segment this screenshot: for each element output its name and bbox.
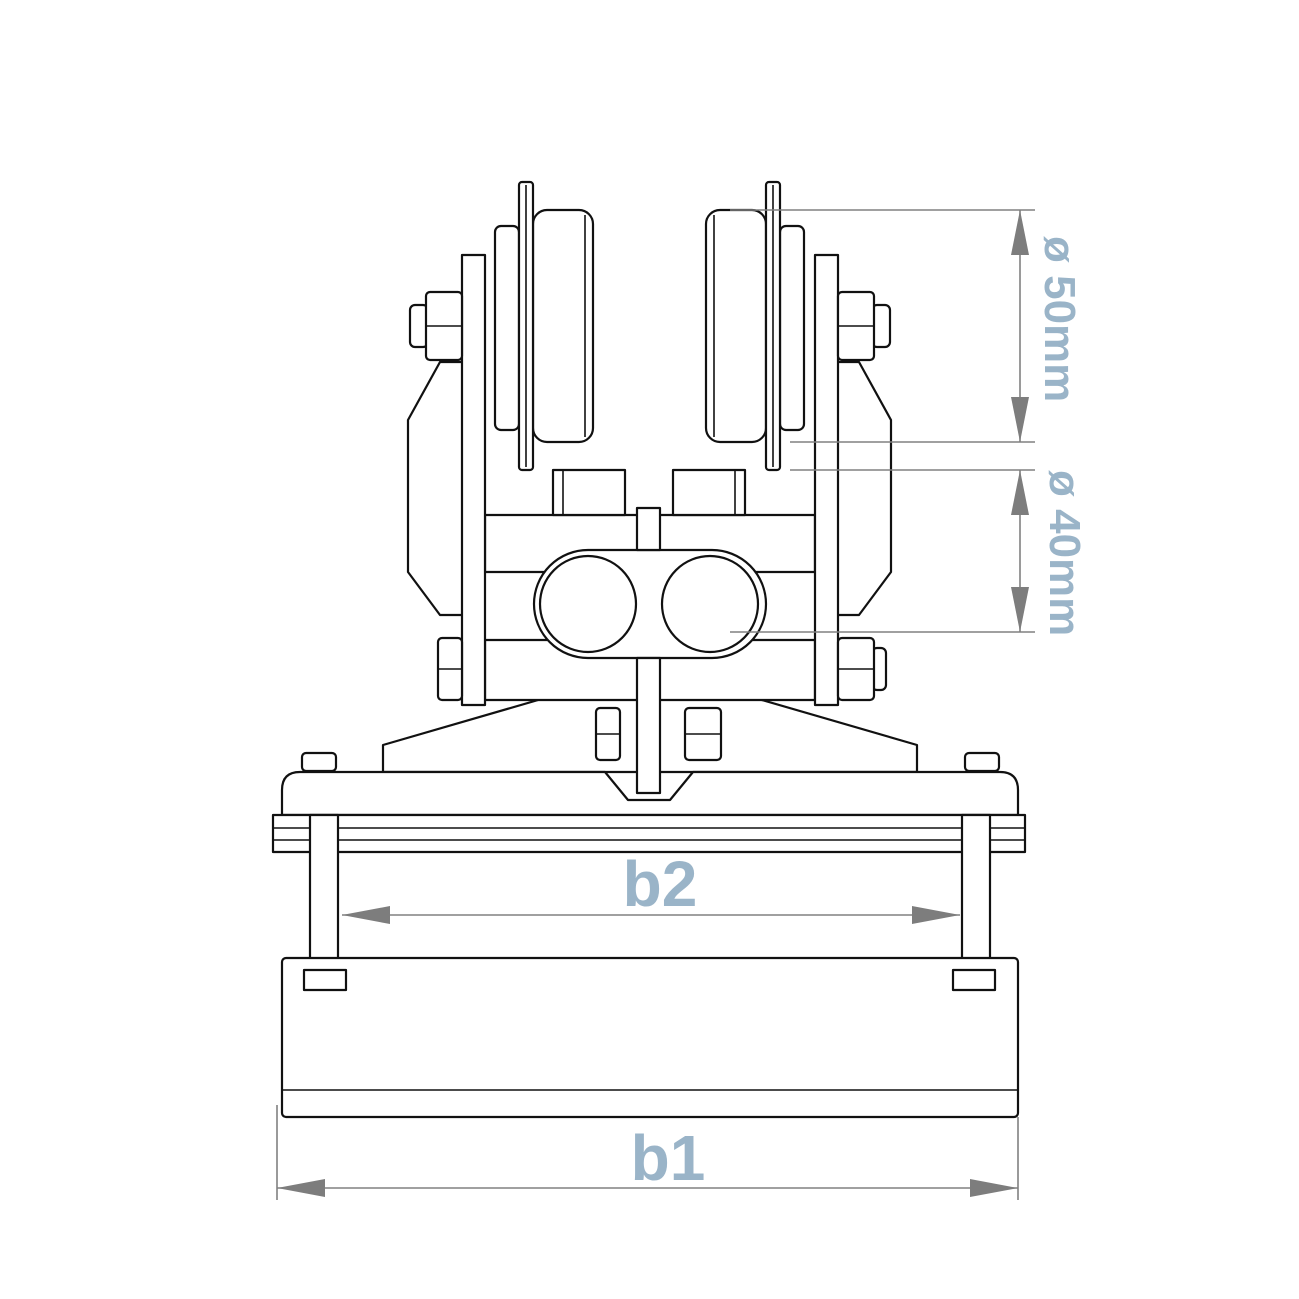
cable-clamps	[532, 506, 768, 795]
left-wheel	[493, 180, 595, 472]
dimension-wheel-diameter	[730, 209, 1035, 443]
label-wheel-diameter: ø 50mm	[1035, 236, 1084, 402]
mounting-plate	[271, 770, 1027, 992]
dimension-clamp-diameter	[730, 469, 1035, 633]
label-b1: b1	[631, 1122, 706, 1194]
dimension-b2	[342, 906, 960, 924]
right-housing	[828, 360, 893, 617]
dimension-b1	[276, 1105, 1019, 1200]
label-clamp-diameter: ø 40mm	[1040, 470, 1089, 636]
left-housing	[406, 360, 472, 617]
label-b2: b2	[623, 848, 698, 920]
nuts	[300, 290, 1001, 773]
side-plates	[460, 253, 840, 707]
right-wheel	[704, 180, 806, 472]
bottom-rail-profile	[280, 956, 1020, 1119]
